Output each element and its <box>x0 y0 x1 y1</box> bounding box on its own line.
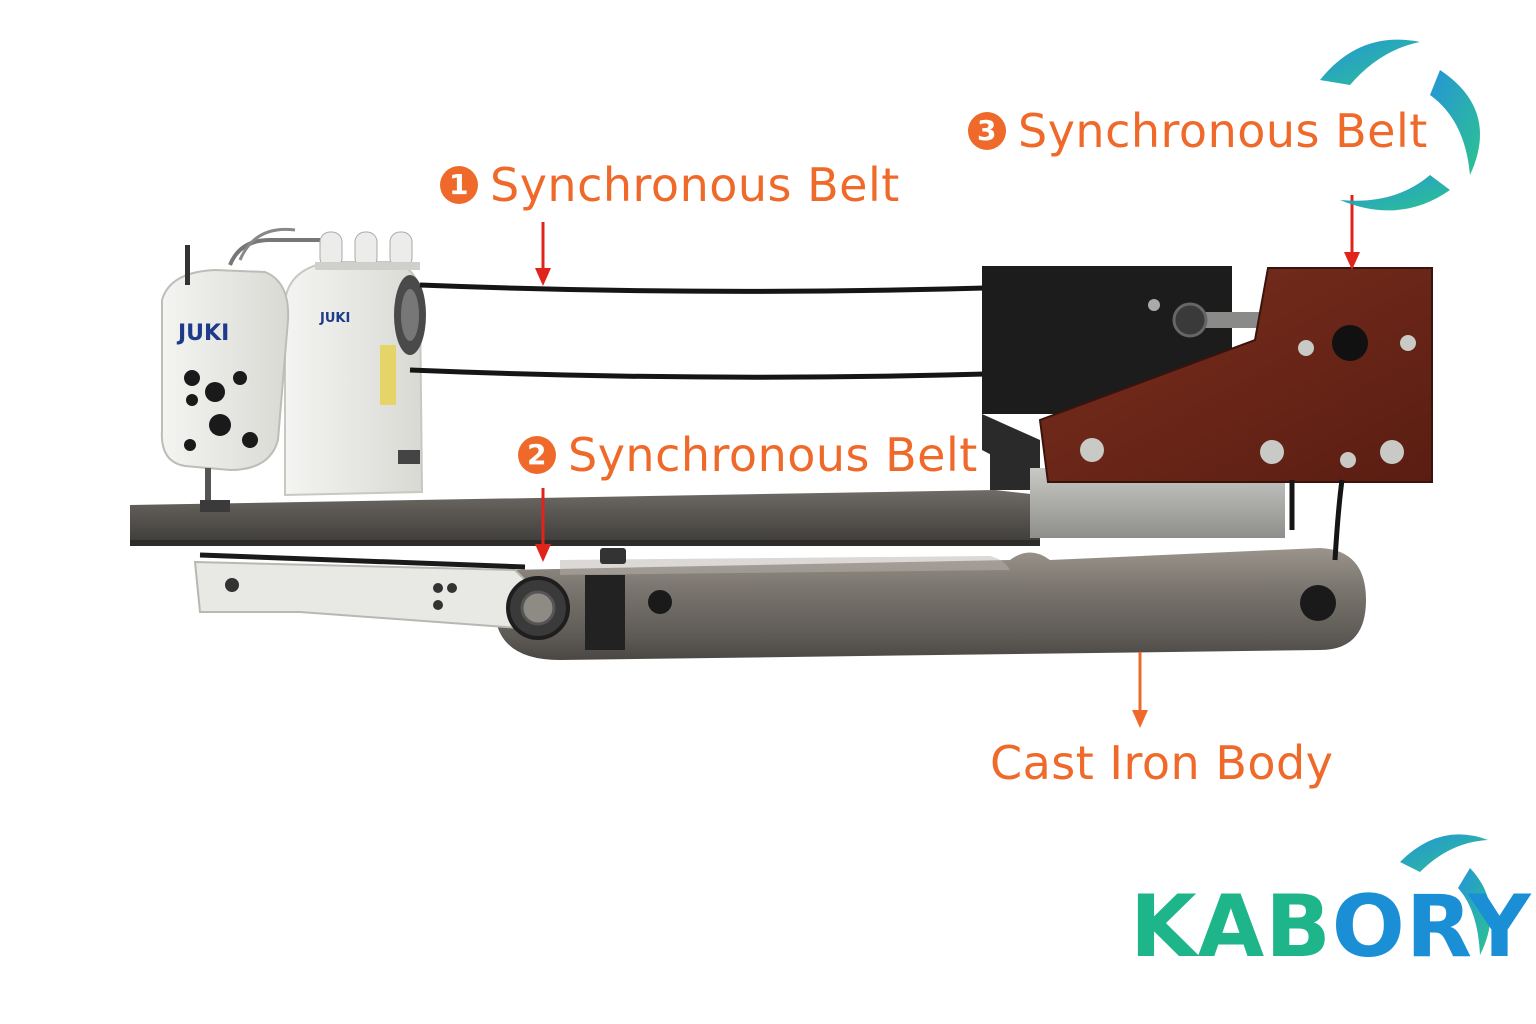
arm-bolt <box>648 590 672 614</box>
logo-letter: R <box>1405 877 1469 977</box>
vertical-belt <box>1289 479 1345 561</box>
logo-letter: A <box>1197 877 1266 977</box>
logo-letter: Y <box>1468 877 1532 977</box>
callout-badge: 1 <box>440 166 478 204</box>
logo-letter: O <box>1331 877 1406 977</box>
upper-belt-2 <box>409 367 986 380</box>
callout-synchronous-belt-2: 2 Synchronous Belt <box>518 432 978 478</box>
upper-belt-1 <box>419 282 986 294</box>
cast-iron-arm <box>495 548 1366 660</box>
arrow-4 <box>1132 652 1148 728</box>
callout-badge: 2 <box>518 436 556 474</box>
swirl-logo-icon <box>1320 39 1480 211</box>
plate-front-edge <box>130 540 1040 546</box>
drive-shaft <box>1190 312 1270 328</box>
lower-arm <box>193 560 542 630</box>
callout-label: Cast Iron Body <box>990 736 1334 790</box>
callout-synchronous-belt-3: 3 Synchronous Belt <box>968 108 1428 154</box>
swirl-logo-icon-2 <box>1400 834 1491 955</box>
logo-letter: B <box>1265 877 1332 977</box>
logo-letter: K <box>1130 877 1198 977</box>
juki-logo: JUKI <box>176 321 229 346</box>
base-plate <box>130 490 1040 545</box>
callout-label: Synchronous Belt <box>568 428 978 482</box>
clamp-block <box>585 575 625 650</box>
arrow-2 <box>535 488 551 562</box>
arrow-3 <box>1344 195 1360 270</box>
callout-badge: 3 <box>968 112 1006 150</box>
callout-label: Synchronous Belt <box>1018 104 1428 158</box>
arrow-1 <box>535 222 551 286</box>
juki-face <box>160 268 290 472</box>
callout-label: Synchronous Belt <box>490 158 900 212</box>
callout-synchronous-belt-1: 1 Synchronous Belt <box>440 162 900 208</box>
callout-cast-iron-body: Cast Iron Body <box>990 740 1333 786</box>
brand-logo-text: KABORY <box>1130 884 1532 970</box>
svg-text:JUKI: JUKI <box>319 311 350 326</box>
arm-end-hole <box>1300 585 1336 621</box>
lower-belt <box>199 552 526 570</box>
wood-bracket <box>1038 267 1433 483</box>
